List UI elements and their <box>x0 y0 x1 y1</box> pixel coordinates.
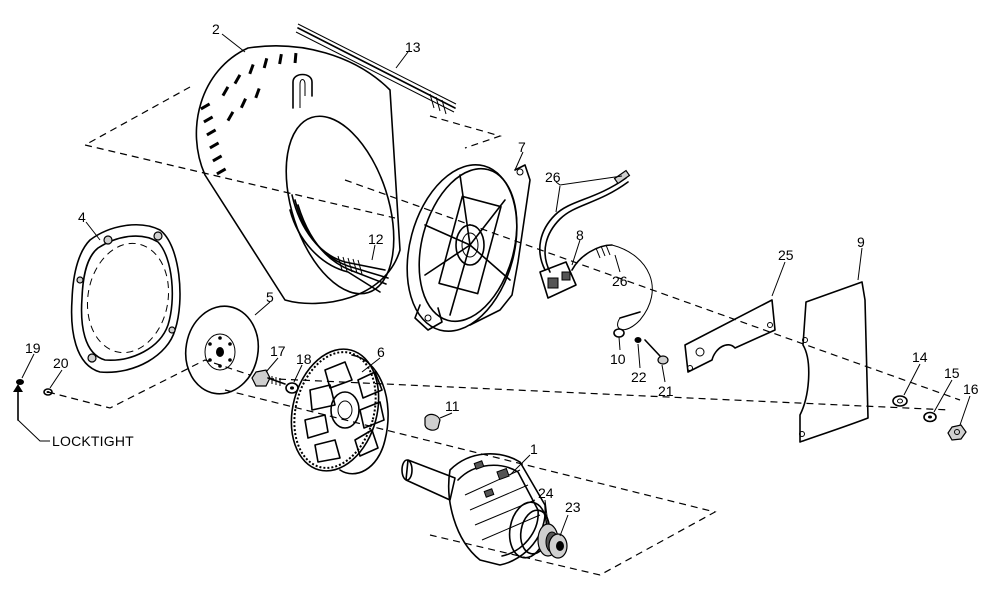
part-22-lockwasher <box>634 337 642 343</box>
callout-16: 16 <box>963 381 979 397</box>
callout-18: 18 <box>296 351 312 367</box>
part-21-screw <box>644 339 669 365</box>
callout-11: 11 <box>445 398 460 414</box>
locktight-note: LOCKTIGHT <box>52 433 134 449</box>
part-6-fan <box>290 348 389 475</box>
part-12-stator-leads <box>289 194 389 293</box>
callout-14: 14 <box>912 349 928 365</box>
part-23-bearing <box>548 533 568 559</box>
callout-25: 25 <box>778 247 794 263</box>
leader-lines <box>17 33 971 537</box>
callout-26-lower: 26 <box>612 273 628 289</box>
part-5-flex-plate <box>184 305 260 395</box>
part-7-rear-bearing-carrier <box>406 164 531 332</box>
callout-20: 20 <box>53 355 69 371</box>
callout-19: 19 <box>25 340 41 356</box>
callout-8: 8 <box>576 227 584 243</box>
part-16-nut <box>947 424 967 441</box>
callout-12: 12 <box>368 231 384 247</box>
part-8-brush-holder <box>539 261 577 299</box>
callout-26-upper: 26 <box>545 169 561 185</box>
callout-24: 24 <box>538 485 554 501</box>
callout-15: 15 <box>944 365 960 381</box>
part-2-stator-housing <box>195 45 401 305</box>
callout-21: 21 <box>658 383 674 399</box>
callout-1: 1 <box>530 441 538 457</box>
part-17-capscrew <box>251 369 286 387</box>
callout-7: 7 <box>518 139 526 155</box>
part-11-key <box>424 413 441 431</box>
callout-17: 17 <box>270 343 286 359</box>
part-4-engine-adapter <box>70 224 181 374</box>
part-15-lockwasher <box>923 411 937 423</box>
part-14-washer <box>892 395 908 407</box>
part-9-end-cover <box>799 281 869 443</box>
callout-22: 22 <box>631 369 647 385</box>
callout-labels: 2 13 7 26 8 26 12 4 5 6 17 18 11 1 24 23… <box>25 21 979 515</box>
callout-23: 23 <box>565 499 581 515</box>
callout-2: 2 <box>212 21 220 37</box>
part-26-wire-upper <box>539 169 631 273</box>
part-20-washer <box>43 388 53 396</box>
callout-10: 10 <box>610 351 626 367</box>
part-25-cover-bracket <box>684 299 776 373</box>
part-19-screw <box>13 379 24 421</box>
callout-4: 4 <box>78 209 86 225</box>
callout-13: 13 <box>405 39 421 55</box>
part-1-rotor <box>401 453 551 566</box>
assembly-dashed-lines <box>47 86 961 576</box>
callout-6: 6 <box>377 344 385 360</box>
callout-9: 9 <box>857 234 865 250</box>
part-13-through-bolt <box>295 23 457 115</box>
callout-5: 5 <box>266 289 274 305</box>
part-10-washer <box>613 328 625 338</box>
part-26-wire-lower <box>571 244 653 331</box>
